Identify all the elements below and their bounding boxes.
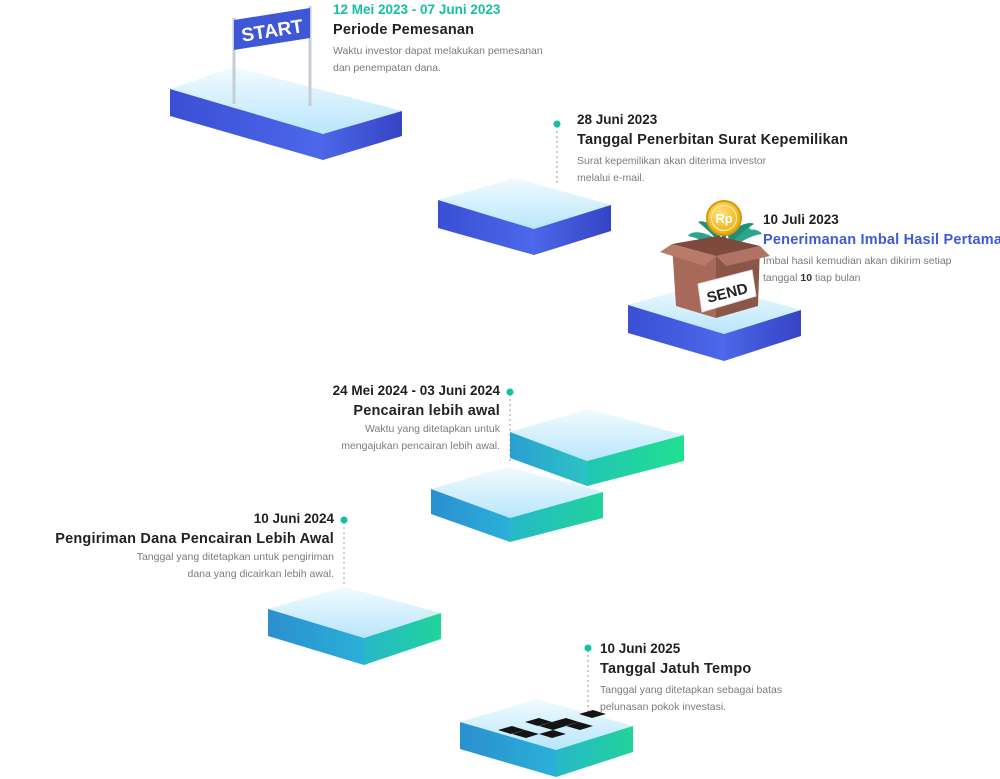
connector-lines [343, 126, 589, 712]
platform-1 [170, 67, 402, 160]
step-1-title: Periode Pemesanan [333, 22, 475, 38]
step-1-date: 12 Mei 2023 - 07 Juni 2023 [333, 2, 501, 17]
step-6-date: 10 Juni 2025 [600, 641, 681, 656]
step-4-date: 24 Mei 2024 - 03 Juni 2024 [332, 383, 500, 398]
timeline-dot-6 [584, 644, 592, 652]
step-6-title: Tanggal Jatuh Tempo [600, 661, 752, 677]
send-box-illustration: Rp SEND [660, 200, 770, 318]
step-1-desc-line-2: dan penempatan dana. [333, 62, 442, 74]
step-1-desc: Waktu investor dapat melakukan pemesanan… [333, 43, 593, 77]
step-3-date: 10 Juli 2023 [763, 212, 839, 227]
step-5: 10 Juni 2024 Pengiriman Dana Pencairan L… [40, 511, 334, 583]
timeline-dot-4 [506, 388, 514, 396]
platform-4a [510, 409, 684, 486]
step-6: 10 Juni 2025 Tanggal Jatuh Tempo Tanggal… [600, 641, 860, 716]
step-5-desc-line-2: dana yang dicairkan lebih awal. [187, 568, 334, 580]
step-4-desc: Waktu yang ditetapkan untuk mengajukan p… [250, 421, 500, 455]
step-1: 12 Mei 2023 - 07 Juni 2023 Periode Pemes… [333, 2, 593, 77]
platform-4b [431, 467, 603, 542]
step-6-desc: Tanggal yang ditetapkan sebagai batas pe… [600, 682, 860, 716]
step-5-date: 10 Juni 2024 [253, 511, 334, 526]
finish-line-checkers [498, 710, 606, 738]
timeline-dot-2 [553, 120, 561, 128]
step-3: 10 Juli 2023 Penerimanan Imbal Hasil Per… [763, 212, 1000, 287]
step-5-desc-line-1: Tanggal yang ditetapkan untuk pengiriman [136, 551, 334, 563]
step-3-desc-line-2: tanggal 10 tiap bulan [763, 272, 861, 284]
step-2-desc: Surat kepemilikan akan diterima investor… [577, 153, 877, 187]
step-3-desc-line-1: Imbal hasil kemudian akan dikirim setiap [763, 255, 952, 267]
step-6-desc-line-1: Tanggal yang ditetapkan sebagai batas [600, 684, 783, 696]
step-5-desc: Tanggal yang ditetapkan untuk pengiriman… [40, 549, 334, 583]
step-3-desc: Imbal hasil kemudian akan dikirim setiap… [763, 253, 999, 287]
timeline-dot-5 [340, 516, 348, 524]
step-2-desc-line-1: Surat kepemilikan akan diterima investor [577, 155, 767, 167]
step-4-title: Pencairan lebih awal [353, 403, 500, 419]
step-6-desc-line-2: pelunasan pokok investasi. [600, 701, 727, 713]
step-4-desc-line-2: mengajukan pencairan lebih awal. [341, 440, 500, 452]
step-2-desc-line-2: melalui e-mail. [577, 172, 645, 184]
step-2: 28 Juni 2023 Tanggal Penerbitan Surat Ke… [577, 112, 877, 187]
step-3-title: Penerimanan Imbal Hasil Pertama [763, 232, 1000, 248]
platform-5 [268, 587, 441, 665]
step-2-date: 28 Juni 2023 [577, 112, 658, 127]
step-1-desc-line-1: Waktu investor dapat melakukan pemesanan [333, 45, 543, 57]
step-5-title: Pengiriman Dana Pencairan Lebih Awal [55, 531, 334, 547]
step-4: 24 Mei 2024 - 03 Juni 2024 Pencairan leb… [250, 383, 500, 455]
step-2-title: Tanggal Penerbitan Surat Kepemilikan [577, 132, 849, 148]
coin-label: Rp [715, 211, 732, 226]
platform-2 [438, 178, 611, 255]
step-4-desc-line-1: Waktu yang ditetapkan untuk [364, 423, 500, 435]
